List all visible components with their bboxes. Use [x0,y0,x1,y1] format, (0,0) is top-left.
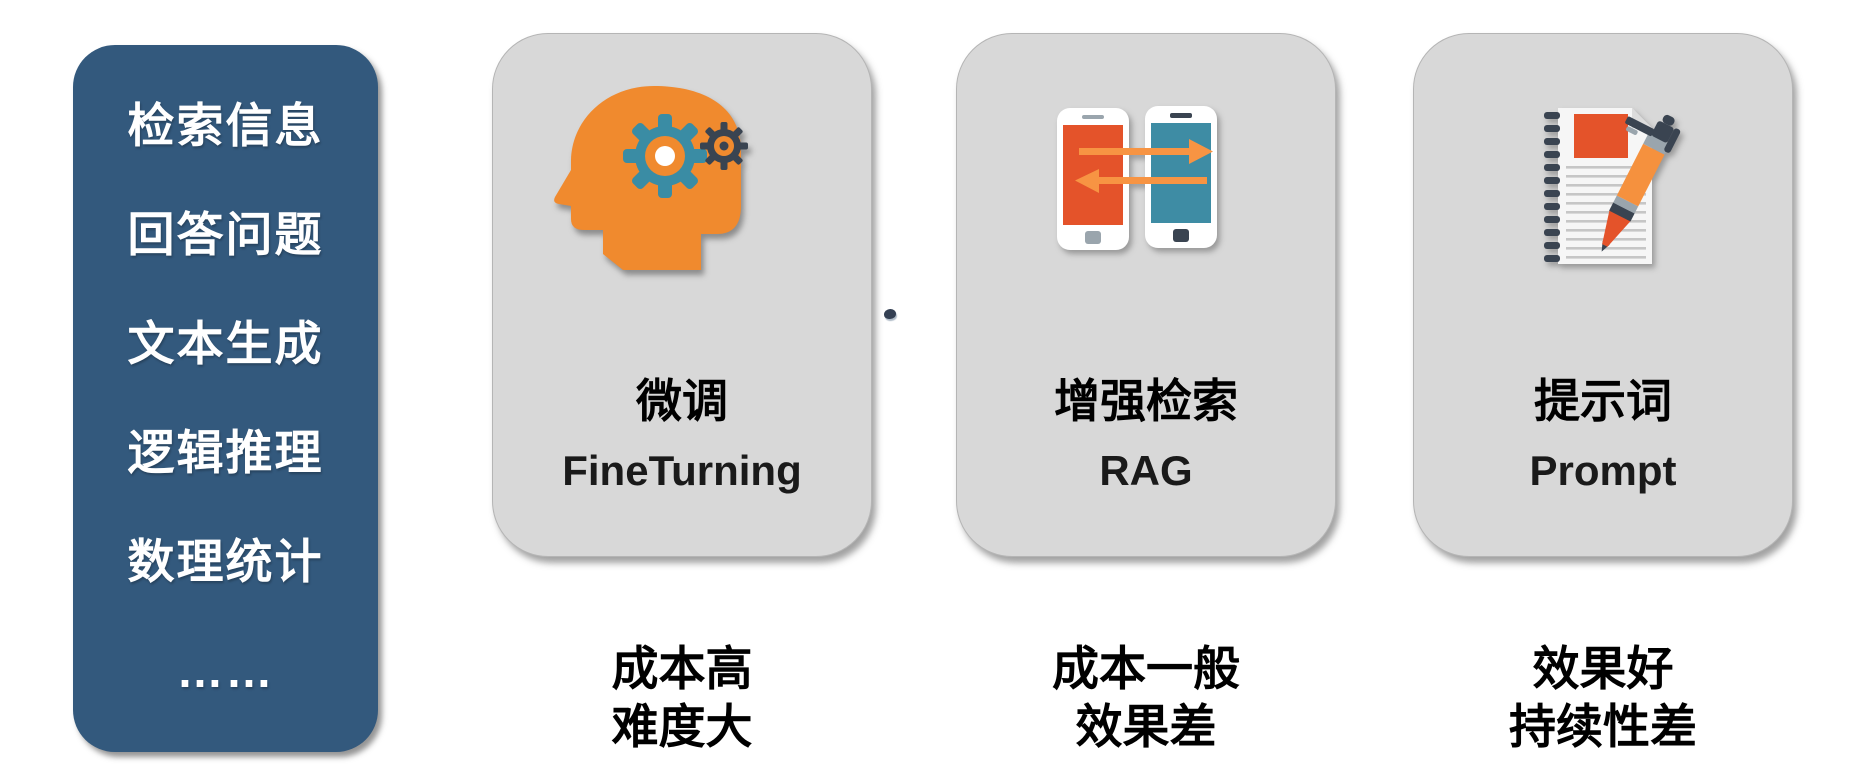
method-card-rag: 增强检索 RAG [956,33,1336,557]
capabilities-panel: 检索信息 回答问题 文本生成 逻辑推理 数理统计 …… [73,45,378,752]
method-note-prompt: 效果好 持续性差 [1413,640,1793,756]
head-gears-icon [554,86,748,270]
spiral-binding [1544,112,1560,262]
method-title-zh: 微调 [636,375,728,427]
method-title-en: RAG [1099,447,1193,494]
stray-ink-speck [884,309,896,319]
capability-item-logical-reasoning: 逻辑推理 [127,426,324,480]
large-gear [623,114,707,198]
method-title-zh: 提示词 [1534,375,1672,427]
note-line: 持续性差 [1509,700,1697,753]
method-title-en: FineTurning [562,447,802,494]
phone-left [1057,108,1129,250]
small-gear [700,122,748,170]
phones-sync-icon [1057,106,1217,250]
note-line: 效果好 [1532,642,1674,695]
method-title-zh: 增强检索 [1054,375,1238,427]
method-note-finetuning: 成本高 难度大 [492,640,872,756]
method-title-en: Prompt [1529,447,1677,494]
note-line: 成本高 [611,642,753,695]
capability-item-answer-questions: 回答问题 [127,208,324,262]
capability-item-math-statistics: 数理统计 [127,535,324,589]
notebook-pen-icon [1544,108,1681,264]
method-note-rag: 成本一般 效果差 [956,640,1336,756]
note-line: 效果差 [1075,700,1217,753]
method-card-prompt: 提示词 Prompt [1413,33,1793,557]
sync-arrows [1075,139,1213,193]
note-line: 难度大 [611,700,753,753]
capability-item-text-generation: 文本生成 [127,317,324,371]
notebook-page [1544,108,1652,264]
capability-item-retrieve-info: 检索信息 [127,99,324,152]
capability-item-ellipsis: …… [176,644,275,698]
method-card-finetuning: 微调 FineTurning [492,33,872,557]
note-line: 成本一般 [1052,642,1240,695]
pen [1601,114,1681,252]
